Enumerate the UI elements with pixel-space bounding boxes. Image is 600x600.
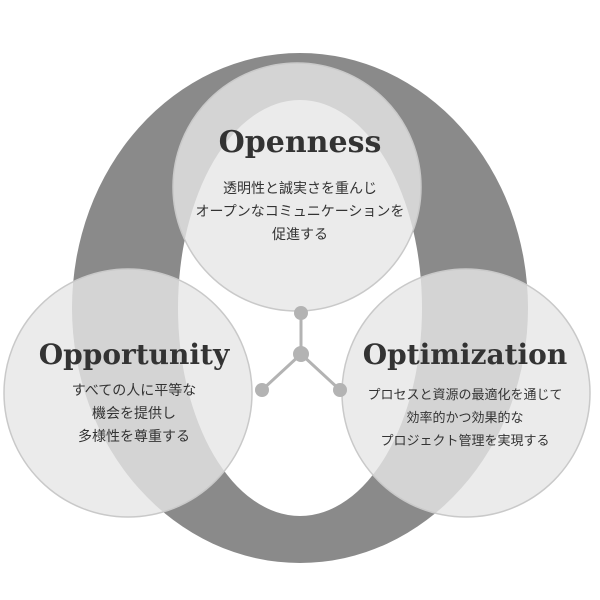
openness-desc-line-3: 促進する	[272, 227, 328, 243]
openness-desc-line-2: オープンなコミュニケーションを	[196, 204, 405, 220]
connector-node-center	[293, 346, 309, 362]
openness-desc-line-1: 透明性と誠実さを重んじ	[223, 181, 377, 197]
opportunity-desc-line-2: 機会を提供し	[92, 406, 176, 422]
circle-opportunity	[3, 268, 253, 518]
optimization-desc-line-2: 効率的かつ効果的な	[406, 410, 523, 426]
opportunity-title: Opportunity	[39, 338, 230, 371]
optimization-desc-line-1: プロセスと資源の最適化を通じて	[367, 387, 562, 403]
connector-line-right	[299, 352, 342, 392]
connector-node-right	[333, 383, 347, 397]
opportunity-desc-line-3: 多様性を尊重する	[78, 428, 190, 445]
connector-node-top	[294, 306, 308, 320]
connector-node-left	[255, 383, 269, 397]
optimization-desc-line-3: プロジェクト管理を実現する	[380, 433, 549, 449]
connector-line-left	[260, 352, 303, 392]
opportunity-desc-line-1: すべての人に平等な	[72, 382, 196, 399]
openness-title: Openness	[219, 125, 382, 160]
optimization-title: Optimization	[363, 338, 567, 371]
